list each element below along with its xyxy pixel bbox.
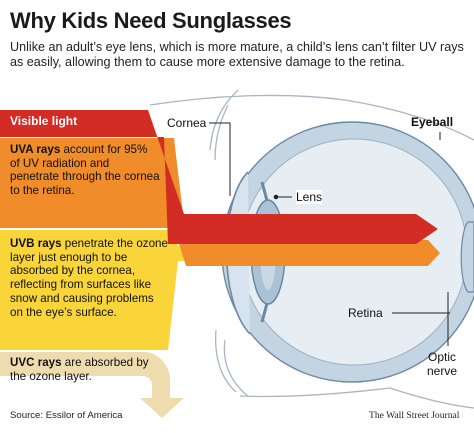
uvb-ray-name: UVB rays <box>10 237 62 250</box>
optic-nerve-label: Optic nerve <box>427 350 457 378</box>
leader-lines <box>209 122 450 346</box>
uvb-ray-description: penetrate the ozone layer just enough to… <box>10 237 168 319</box>
cornea-label: Cornea <box>167 116 207 130</box>
eyeball-label: Eyeball <box>411 115 454 129</box>
visible-light-ray <box>0 110 438 244</box>
uvb-ray-text: UVB rays penetrate the ozone layer just … <box>10 237 168 319</box>
upper-eyelid-outline <box>214 104 229 161</box>
retina-label: Retina <box>348 306 383 320</box>
uvc-ray-description: are absorbed by the ozone layer. <box>10 356 149 383</box>
cornea-leader-line <box>209 122 231 196</box>
cheek-outline <box>223 339 249 397</box>
page-subtitle: Unlike an adult’s eye lens, which is mor… <box>10 40 464 69</box>
uva-ray-text: UVA rays account for 95% of UV radiation… <box>10 143 160 198</box>
uvc-ray-name: UVC rays <box>10 356 62 369</box>
optic-label-line2: nerve <box>427 364 458 378</box>
page-title: Why Kids Need Sunglasses <box>10 8 292 33</box>
optic-nerve <box>460 221 474 293</box>
source-note: Source: Essilor of America <box>10 410 123 421</box>
uvc-ray-text: UVC rays are absorbed by the ozone layer… <box>10 356 160 383</box>
uva-ray-description: account for 95% of UV radiation and pene… <box>10 143 160 198</box>
brow-line <box>149 94 474 141</box>
face-outline-line <box>389 387 474 409</box>
visible-light-label: Visible light <box>10 114 78 128</box>
lens-leader-dot <box>273 194 279 200</box>
lens-label: Lens <box>296 190 323 204</box>
uva-ray <box>0 138 440 266</box>
upper-eyelid-outline <box>209 89 239 151</box>
lower-eyelid-outline <box>214 329 237 393</box>
uva-ray-name: UVA rays <box>10 143 61 156</box>
optic-label-line1: Optic <box>428 350 457 364</box>
face-outline <box>149 89 474 409</box>
uvc-ray <box>0 352 184 418</box>
face-outline-line <box>239 387 391 398</box>
credit-line: The Wall Street Journal <box>369 410 460 421</box>
